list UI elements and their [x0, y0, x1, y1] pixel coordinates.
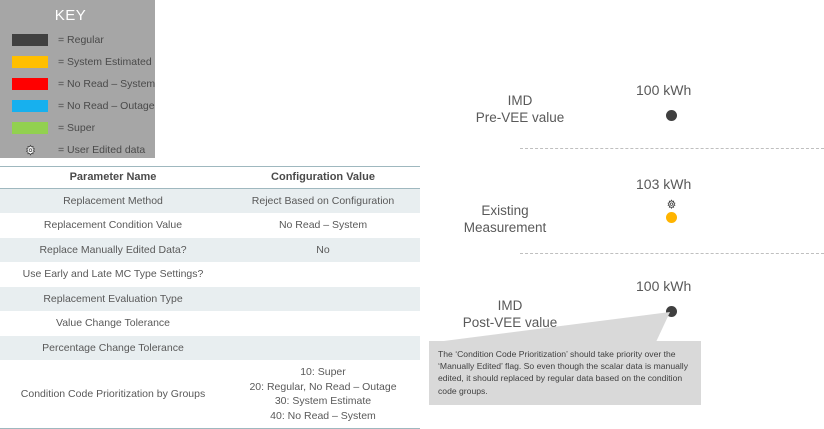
key-item-super: = Super	[0, 118, 155, 138]
configuration-parameter-table: Parameter Name Configuration Value Repla…	[0, 166, 420, 429]
cell-parameter-name: Replace Manually Edited Data?	[0, 237, 226, 263]
stage-label-existing-measurement: Existing Measurement	[463, 203, 547, 235]
cell-configuration-value	[226, 286, 420, 312]
key-item-no-read-system: = No Read – System	[0, 74, 155, 94]
color-swatch-no-read-system	[12, 78, 48, 90]
key-item-regular: = Regular	[0, 30, 155, 50]
stage-value-post-vee: 100 kWh	[636, 278, 692, 294]
key-legend-panel: KEY = Regular = System Estimated = No Re…	[0, 0, 155, 158]
cell-parameter-name: Replacement Method	[0, 188, 226, 214]
marker-dot-existing-measurement	[666, 212, 677, 223]
key-title: KEY	[54, 7, 87, 24]
color-swatch-system-estimated	[12, 56, 48, 68]
vee-flow-diagram: 100 kWh IMD Pre-VEE value 103 kWh Existi…	[420, 0, 824, 423]
table-row: Condition Code Prioritization by Groups …	[0, 360, 420, 429]
cell-configuration-value: 10: Super 20: Regular, No Read – Outage …	[226, 360, 420, 429]
key-item-label: = System Estimated	[58, 56, 152, 68]
color-swatch-regular	[12, 34, 48, 46]
column-header-configuration-value: Configuration Value	[226, 166, 420, 189]
cell-configuration-value: Reject Based on Configuration	[226, 188, 420, 214]
cell-parameter-name: Value Change Tolerance	[0, 311, 226, 336]
table-row: Percentage Change Tolerance	[0, 335, 420, 361]
key-item-label: = No Read – Outage	[58, 100, 155, 112]
cell-parameter-name: Use Early and Late MC Type Settings?	[0, 262, 226, 287]
cell-parameter-name: Percentage Change Tolerance	[0, 335, 226, 361]
table-row: Replacement Method Reject Based on Confi…	[0, 188, 420, 214]
key-item-system-estimated: = System Estimated	[0, 52, 155, 72]
key-item-label: = Super	[58, 122, 96, 134]
callout-group: The ‘Condition Code Prioritization’ shou…	[420, 270, 824, 423]
table-row: Replace Manually Edited Data? No	[0, 237, 420, 263]
key-item-no-read-outage: = No Read – Outage	[0, 96, 155, 116]
color-swatch-super	[12, 122, 48, 134]
marker-dot-pre-vee	[666, 110, 677, 121]
key-item-label: = No Read – System	[58, 78, 156, 90]
gear-icon-existing-measurement	[666, 197, 677, 209]
cell-configuration-value: No Read – System	[226, 213, 420, 238]
cell-configuration-value	[226, 311, 420, 336]
cell-configuration-value	[226, 262, 420, 287]
color-swatch-no-read-outage	[12, 100, 48, 112]
table-row: Value Change Tolerance	[0, 311, 420, 336]
table-row: Use Early and Late MC Type Settings?	[0, 262, 420, 287]
key-item-user-edited: = User Edited data	[0, 140, 155, 160]
key-item-label: = User Edited data	[58, 144, 146, 156]
gear-icon	[12, 144, 48, 157]
stage-value-existing: 103 kWh	[636, 176, 692, 192]
table-header-row: Parameter Name Configuration Value	[0, 166, 420, 189]
cell-parameter-name: Replacement Evaluation Type	[0, 286, 226, 312]
stage-label-pre-vee: IMD Pre-VEE value	[475, 93, 565, 125]
cell-configuration-value: No	[226, 237, 420, 263]
section-divider-1	[520, 148, 824, 149]
section-divider-2	[520, 253, 824, 254]
marker-dot-post-vee	[666, 306, 677, 317]
table-row: Replacement Evaluation Type	[0, 286, 420, 312]
column-header-parameter-name: Parameter Name	[0, 166, 226, 189]
cell-parameter-name: Condition Code Prioritization by Groups	[0, 360, 226, 429]
callout-note: The ‘Condition Code Prioritization’ shou…	[429, 341, 701, 405]
stage-value-pre-vee: 100 kWh	[636, 82, 692, 98]
table-row: Replacement Condition Value No Read – Sy…	[0, 213, 420, 238]
cell-configuration-value	[226, 335, 420, 361]
cell-parameter-name: Replacement Condition Value	[0, 213, 226, 238]
key-item-label: = Regular	[58, 34, 104, 46]
